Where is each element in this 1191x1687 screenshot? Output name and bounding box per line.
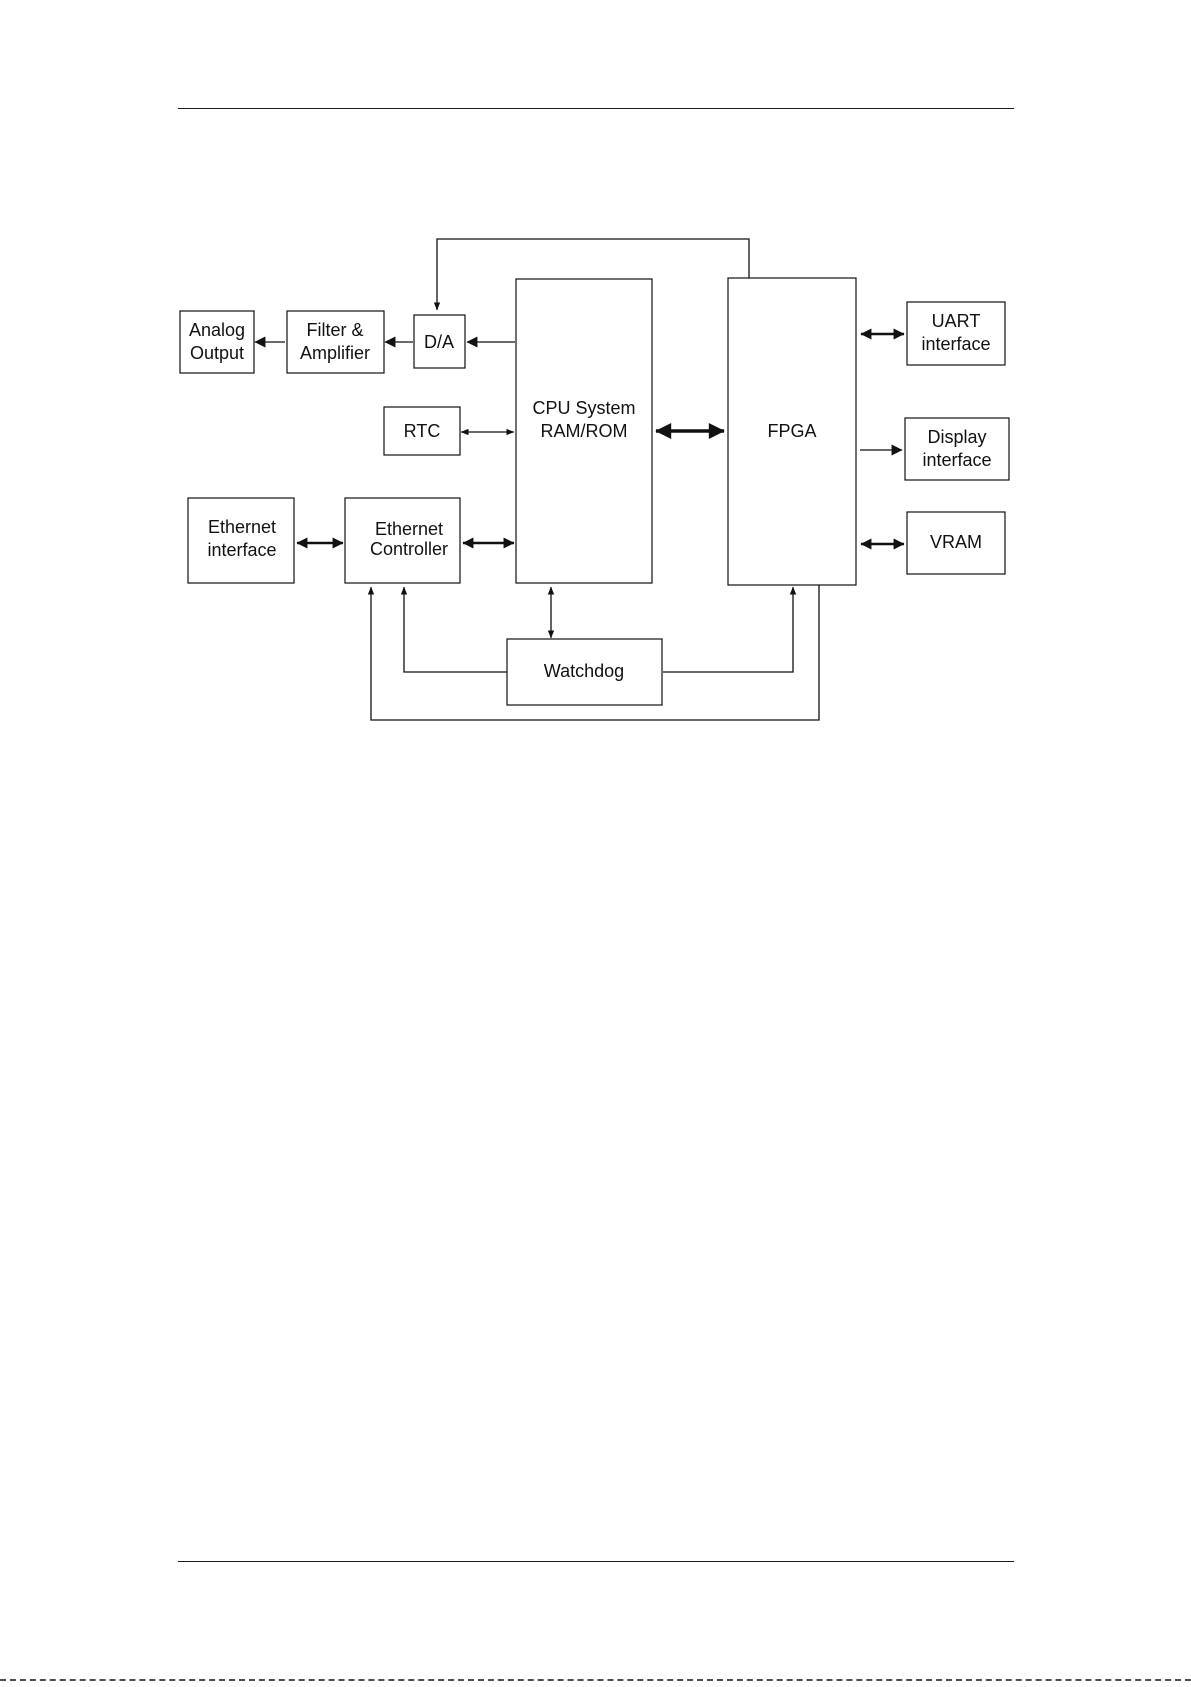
block-uart: UART interface — [907, 302, 1005, 365]
block-watchdog: Watchdog — [507, 639, 662, 705]
block-filter-amplifier: Filter & Amplifier — [287, 311, 384, 373]
filter-amplifier-line1: Filter & — [306, 320, 363, 340]
block-vram: VRAM — [907, 512, 1005, 574]
ethernet-controller-line2: Controller — [370, 539, 448, 559]
uart-line2: interface — [921, 334, 990, 354]
ethernet-interface-line2: interface — [207, 540, 276, 560]
display-line1: Display — [927, 427, 986, 447]
rtc-label: RTC — [404, 421, 441, 441]
block-display: Display interface — [905, 418, 1009, 480]
cpu-line2: RAM/ROM — [541, 421, 628, 441]
cpu-line1: CPU System — [532, 398, 635, 418]
block-analog-output: Analog Output — [180, 311, 254, 373]
scan-edge-artifact — [0, 1679, 1191, 1687]
block-da: D/A — [414, 315, 465, 368]
block-fpga: FPGA — [728, 278, 856, 585]
block-ethernet-interface: Ethernet interface — [188, 498, 294, 583]
fpga-label: FPGA — [767, 421, 816, 441]
watchdog-label: Watchdog — [544, 661, 624, 681]
ethernet-controller-line1: Ethernet — [375, 519, 443, 539]
display-line2: interface — [922, 450, 991, 470]
ethernet-interface-line1: Ethernet — [208, 517, 276, 537]
analog-output-line2: Output — [190, 343, 244, 363]
uart-line1: UART — [932, 311, 981, 331]
da-label: D/A — [424, 332, 454, 352]
block-rtc: RTC — [384, 407, 460, 455]
block-ethernet-controller: Ethernet Controller — [345, 498, 460, 583]
block-cpu-system: CPU System RAM/ROM — [516, 279, 652, 583]
vram-label: VRAM — [930, 532, 982, 552]
analog-output-line1: Analog — [189, 320, 245, 340]
watchdog-to-ethctrl-wire — [404, 587, 508, 672]
filter-amplifier-line2: Amplifier — [300, 343, 370, 363]
watchdog-to-fpga-wire — [663, 587, 793, 672]
